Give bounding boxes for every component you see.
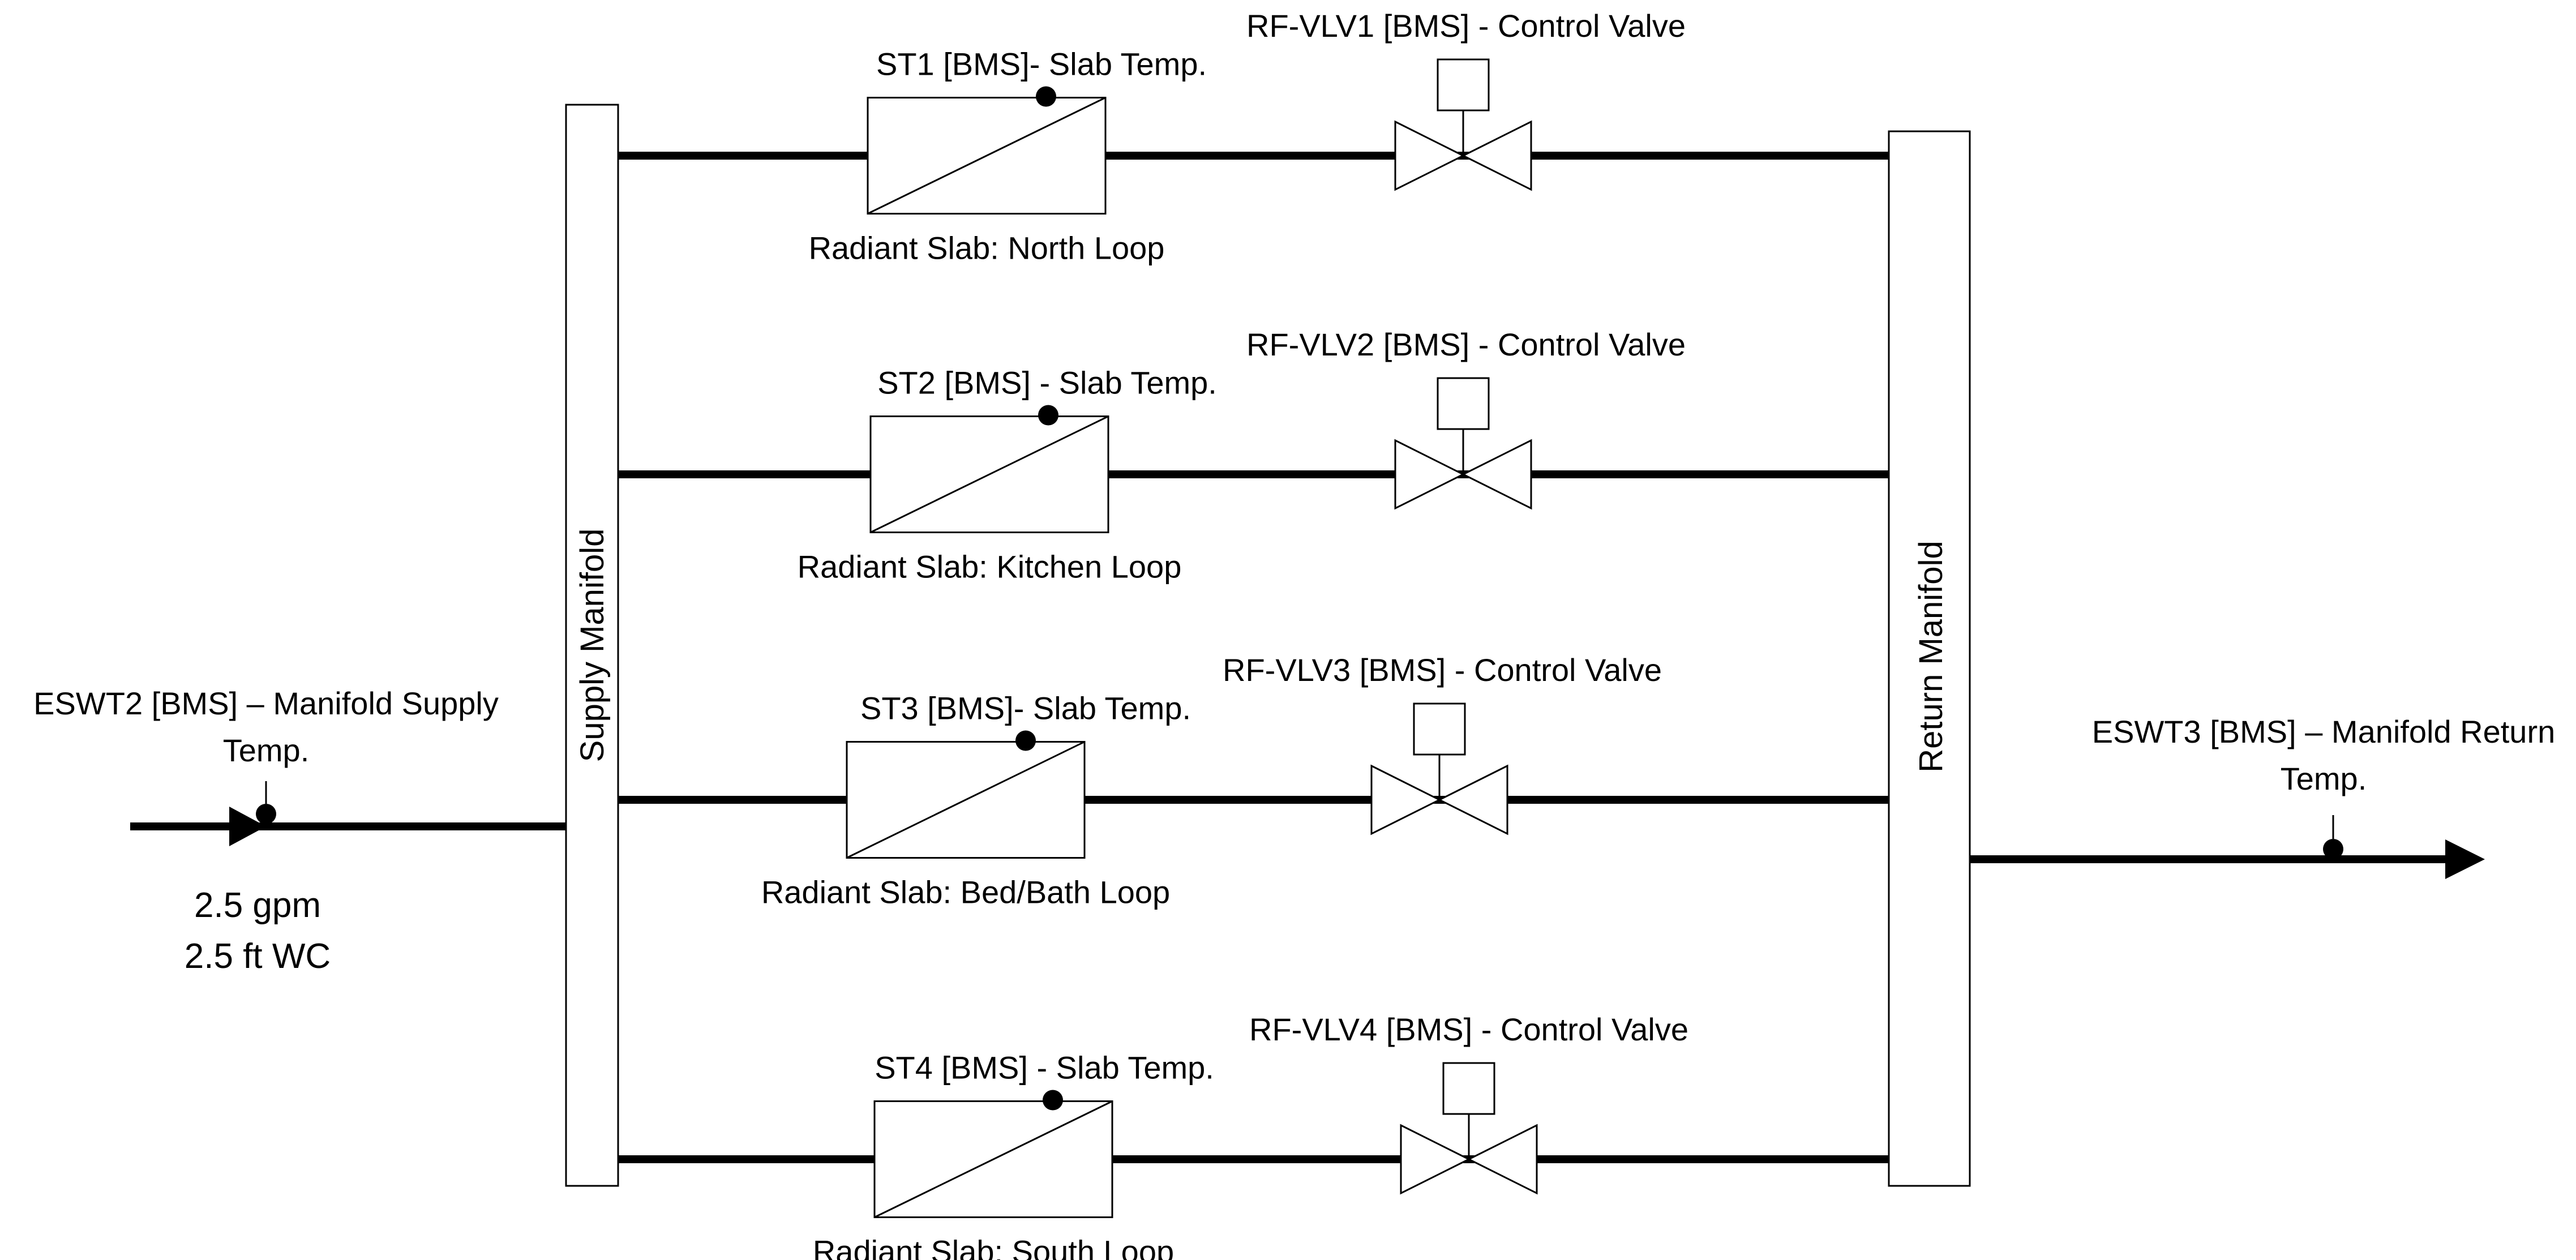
supply-manifold-body <box>565 104 619 1187</box>
loop-3-slab-diagonal <box>846 741 1085 859</box>
eswt2-label-line2: Temp. <box>223 732 310 768</box>
loop-4-slab-diagonal <box>874 1100 1113 1218</box>
loop-4-valve-actuator-icon <box>1442 1062 1495 1115</box>
loop-2-slab-label: Radiant Slab: Kitchen Loop <box>798 549 1182 585</box>
eswt2-sensor-icon <box>256 804 276 824</box>
loop-1-sensor-label: ST1 [BMS]- Slab Temp. <box>876 46 1207 82</box>
loop-2-valve-label: RF-VLV2 [BMS] - Control Valve <box>1246 327 1686 362</box>
loop-2-slab-diagonal <box>870 415 1109 533</box>
eswt2-label-line1: ESWT2 [BMS] – Manifold Supply <box>33 685 499 721</box>
return-flow-arrow-icon <box>2445 839 2485 879</box>
supply-manifold: Supply Manifold <box>565 104 619 1187</box>
supply-head-pressure: 2.5 ft WC <box>185 937 331 976</box>
loop-4-slab-sensor-icon <box>1043 1090 1063 1111</box>
loop-2-valve-actuator-icon <box>1437 377 1490 430</box>
loop-2: ST2 [BMS] - Slab Temp. Radiant Slab: Kitc… <box>618 327 1889 585</box>
supply-flow-rate: 2.5 gpm <box>194 886 321 925</box>
supply-flow-arrow-icon <box>229 807 266 846</box>
return-manifold-body <box>1888 130 1971 1187</box>
loop-1-slab-diagonal <box>867 97 1106 215</box>
loop-1: ST1 [BMS]- Slab Temp. Radiant Slab: North… <box>618 8 1889 266</box>
return-manifold: Return Manifold <box>1888 130 1971 1187</box>
loop-4-slab-label: Radiant Slab: South Loop <box>813 1234 1174 1260</box>
supply-inlet: ESWT2 [BMS] – Manifold Supply Temp. 2.5 … <box>33 685 566 976</box>
loop-1-valve-actuator-icon <box>1437 58 1490 112</box>
supply-manifold-label: Supply Manifold <box>574 529 611 762</box>
loop-3-valve-label: RF-VLV3 [BMS] - Control Valve <box>1223 652 1662 688</box>
loop-1-valve-label: RF-VLV1 [BMS] - Control Valve <box>1246 8 1686 44</box>
loop-3-sensor-label: ST3 [BMS]- Slab Temp. <box>860 691 1191 726</box>
loop-3-slab-sensor-icon <box>1015 730 1036 751</box>
loop-4: ST4 [BMS] - Slab Temp. Radiant Slab: Sout… <box>618 1012 1889 1260</box>
radiant-loops: ST1 [BMS]- Slab Temp. Radiant Slab: North… <box>618 8 1889 1260</box>
loop-3: ST3 [BMS]- Slab Temp. Radiant Slab: Bed/B… <box>618 652 1889 910</box>
eswt3-label-line1: ESWT3 [BMS] – Manifold Return <box>2092 714 2556 749</box>
eswt3-sensor-icon <box>2323 839 2343 859</box>
loop-1-slab-sensor-icon <box>1036 86 1056 107</box>
loop-2-slab-sensor-icon <box>1038 405 1058 426</box>
loop-1-slab-label: Radiant Slab: North Loop <box>809 230 1165 266</box>
eswt3-label-line2: Temp. <box>2281 761 2367 796</box>
loop-3-valve-actuator-icon <box>1413 702 1466 756</box>
return-manifold-label: Return Manifold <box>1913 541 1949 772</box>
loop-4-valve-label: RF-VLV4 [BMS] - Control Valve <box>1249 1012 1688 1047</box>
loop-4-sensor-label: ST4 [BMS] - Slab Temp. <box>875 1050 1214 1086</box>
return-outlet: ESWT3 [BMS] – Manifold Return Temp. <box>1970 714 2555 879</box>
loop-3-slab-label: Radiant Slab: Bed/Bath Loop <box>761 875 1170 910</box>
loop-2-sensor-label: ST2 [BMS] - Slab Temp. <box>877 365 1217 401</box>
